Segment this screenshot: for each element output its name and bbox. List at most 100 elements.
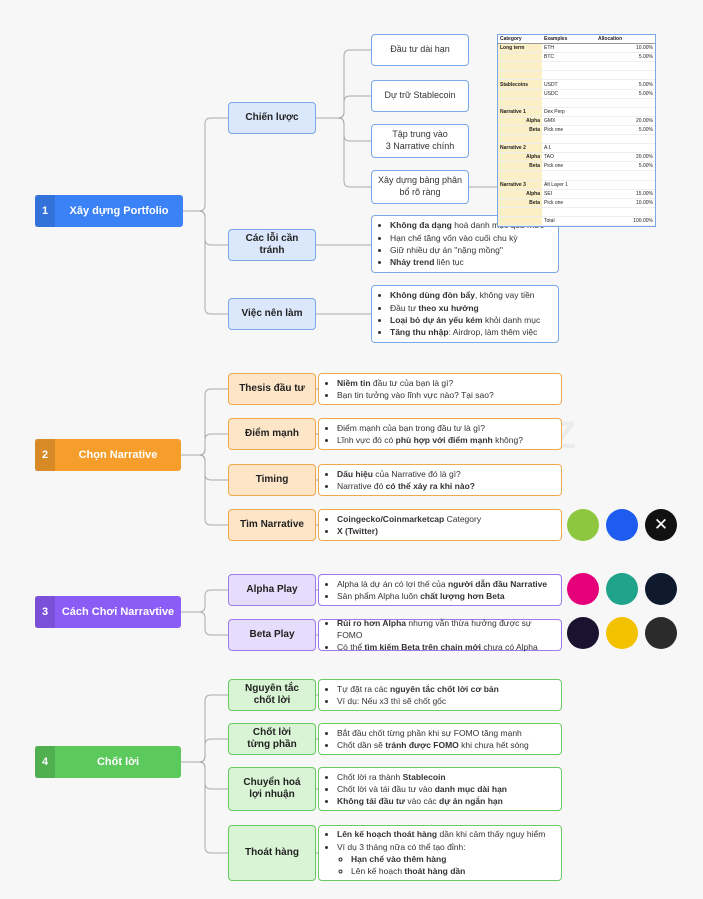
table-row [498, 134, 655, 145]
bullet-item: Ví dụ: Nếu x3 thì sẽ chốt gốc [337, 695, 553, 707]
text: dần khi cảm thấy nguy hiểm [437, 829, 546, 840]
node-alpha-play[interactable]: Alpha Play [228, 574, 316, 606]
bold-text: X (Twitter) [337, 526, 378, 536]
text: Tự đặt ra các [337, 683, 390, 694]
bold-text: có thể xảy ra khi nào? [385, 481, 475, 491]
table-cell [542, 98, 596, 108]
section-1-portfolio[interactable]: 1 Xây dựng Portfolio [35, 195, 183, 227]
section-2-narrative[interactable]: 2 Chọn Narrative [35, 439, 181, 471]
node-nguyên-tắc-chốt-lời[interactable]: Nguyên tắc chốt lời [228, 679, 316, 711]
section-number: 3 [35, 596, 55, 628]
connector [181, 433, 228, 456]
table-cell [498, 134, 542, 145]
bullet-item: Không dùng đòn bẩy, không vay tiền [390, 289, 550, 301]
leaf-long-term[interactable]: Đầu tư dài hạn [371, 34, 469, 66]
node-mistakes[interactable]: Các lỗi cần tránh [228, 229, 316, 261]
table-cell: Pick one [542, 198, 596, 208]
text: đầu tư của bạn là gì? [370, 377, 454, 388]
table-cell [596, 143, 655, 154]
connector [181, 761, 228, 854]
connector [181, 738, 228, 763]
table-cell: Dex Perp [542, 107, 596, 117]
table-cell: Total [542, 216, 596, 226]
table-cell: 5.00% [596, 161, 655, 172]
table-cell: Alpha [498, 116, 542, 126]
node-chuyển-hoá-lợi-nhuận[interactable]: Chuyển hoá lợi nhuận [228, 767, 316, 811]
connector [316, 95, 371, 119]
table-cell [542, 70, 596, 81]
table-cell: 5.00% [596, 52, 655, 63]
node-strategy[interactable]: Chiến lược [228, 102, 316, 134]
leaf-stablecoin-reserve[interactable]: Dự trữ Stablecoin [371, 80, 469, 112]
node-chốt-lời-từng-phần[interactable]: Chốt lời từng phần [228, 723, 316, 755]
detail-list: Niềm tin đầu tư của bạn là gì? Bạn tin tư… [318, 373, 562, 405]
table-cell: TAO [542, 152, 596, 163]
bullet-item: Rủi ro hơn Alpha nhưng vẫn thừa hưởng đư… [337, 617, 553, 642]
node-tìm-narrative[interactable]: Tìm Narrative [228, 509, 316, 541]
text: Bạn tin tưởng vào lĩnh vực nào? Tại sao? [337, 390, 494, 400]
table-cell: 20.00% [596, 116, 655, 126]
bold-text: phù hợp với điểm mạnh [395, 435, 493, 445]
table-cell [542, 207, 596, 217]
text: Ví dụ: Nếu x3 thì sẽ chốt gốc [337, 696, 447, 706]
table-cell: Beta [498, 198, 542, 208]
detail-list: Dấu hiệu của Narrative đó là gì?Narrativ… [318, 464, 562, 496]
node-beta-play[interactable]: Beta Play [228, 619, 316, 651]
table-cell: Stablecoins [498, 79, 542, 90]
table-cell: SEI [542, 189, 596, 199]
section-title: Cách Chơi Narravtive [61, 606, 175, 618]
connector [181, 611, 228, 636]
leaf-allocation-table[interactable]: Xây dựng bảng phân bổ rõ ràng [371, 170, 469, 204]
table-cell [498, 61, 542, 72]
node-điểm-mạnh[interactable]: Điểm mạnh [228, 418, 316, 450]
table-cell [596, 134, 655, 145]
text: Đầu tư [390, 302, 419, 313]
detail-list: Coingecko/Coinmarketcap CategoryX (Twitt… [318, 509, 562, 541]
bold-text: Tăng thu nhập [390, 327, 449, 338]
node-thoát-hàng[interactable]: Thoát hàng [228, 825, 316, 881]
table-cell: A.I. [542, 143, 596, 154]
bullet-item: Narrative đó có thể xảy ra khi nào? [337, 480, 553, 492]
sub-list: Hạn chế vào thêm hàngLên kế hoạch thoát … [337, 853, 553, 878]
bullet-item: Hạn chế vào thêm hàng [351, 853, 553, 865]
bullet-item: Bạn tin tưởng vào lĩnh vực nào? Tại sao? [337, 389, 553, 401]
table-cell [596, 61, 655, 72]
bold-text: Niềm tin [337, 377, 371, 388]
bullet-list: Dấu hiệu của Narrative đó là gì?Narrativ… [327, 468, 553, 493]
section-3-how-to-play[interactable]: 3 Cách Chơi Narravtive [35, 596, 181, 628]
text: Điểm mạnh của bạn trong đầu tư là gì? [337, 422, 485, 433]
bold-text: dự án ngắn hạn [439, 796, 503, 807]
text: của Narrative đó là gì? [372, 468, 461, 479]
table-cell [498, 70, 542, 81]
bullet-item: Tăng thu nhập: Airdrop, làm thêm việc [390, 326, 550, 338]
section-4-take-profit[interactable]: 4 Chốt lời [35, 746, 181, 778]
node-todo[interactable]: Việc nên làm [228, 298, 316, 330]
bullet-item: Loại bỏ dự án yếu kém khỏi danh mục [390, 314, 550, 326]
todo-list: Không dùng đòn bẩy, không vay tiềnĐầu tư… [371, 285, 559, 343]
bold-text: danh mục dài hạn [434, 783, 507, 794]
table-cell: 20.00% [596, 152, 655, 163]
table-cell: Pick one [542, 125, 596, 136]
text: Chốt lời ra thành [337, 771, 403, 782]
bullet-item: Điểm mạnh của bạn trong đầu tư là gì? [337, 422, 553, 434]
node-timing[interactable]: Timing [228, 464, 316, 496]
bold-text: Nhảy trend [390, 257, 435, 268]
node-thesis-đầu-tư[interactable]: Thesis đầu tư [228, 373, 316, 405]
bullet-item: Alpha là dự án có lợi thế của người dẫn … [337, 578, 553, 590]
bold-text: người dẫn đầu Narrative [447, 578, 548, 589]
table-cell [498, 170, 542, 181]
bold-text: Không đa dạng [390, 220, 452, 231]
leaf-3-narratives[interactable]: Tập trung vào 3 Narrative chính [371, 124, 469, 158]
table-row [498, 98, 655, 108]
bold-text: Lên kế hoạch thoát hàng [337, 829, 438, 840]
section-number: 4 [35, 746, 55, 778]
bullet-item: Có thể tìm kiếm Beta trên chain mới chưa… [337, 641, 553, 653]
table-cell: 5.00% [596, 79, 655, 90]
table-header: Examples [542, 35, 596, 45]
bold-text: Loại bỏ dự án yếu kém [390, 315, 483, 325]
